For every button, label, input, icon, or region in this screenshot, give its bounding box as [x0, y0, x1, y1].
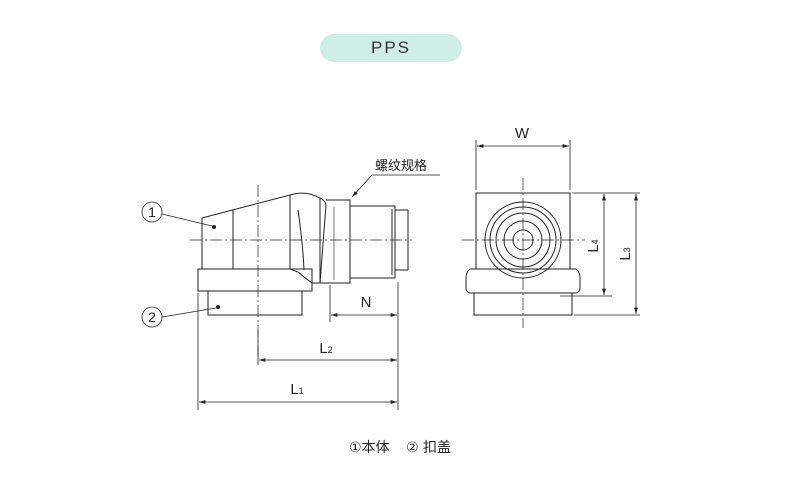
- part2-circle: [141, 306, 163, 328]
- parts-legend: ①本体 ② 扣盖: [0, 437, 800, 457]
- front-dimensions: [475, 140, 640, 316]
- side-view: [190, 185, 412, 360]
- front-outer-ring: [484, 201, 562, 279]
- thread-spec-label: 螺纹规格: [375, 158, 427, 174]
- dim-L3-label: L3: [617, 247, 634, 260]
- part-leaders: [141, 201, 217, 328]
- dim-L2-label: L2: [319, 340, 332, 357]
- dim-W-label: W: [515, 125, 530, 142]
- part2-label: 2: [148, 309, 156, 325]
- elbow-curve: [297, 209, 305, 271]
- body-outline: [201, 194, 291, 270]
- front-bore: [512, 229, 534, 251]
- front-ring-4: [503, 220, 543, 260]
- part1-dot: [212, 225, 216, 229]
- legend-item-cap: ② 扣盖: [406, 440, 452, 456]
- dim-L4-label: L4: [585, 239, 602, 252]
- dim-L1-label: L1: [290, 381, 303, 398]
- elbow-curve-2: [319, 197, 327, 284]
- cap-base: [207, 290, 303, 316]
- dim-N-label: N: [361, 294, 372, 311]
- front-cap: [473, 292, 573, 316]
- thread-spec-leader: [351, 174, 440, 198]
- front-ring-3: [495, 212, 551, 268]
- title-badge: PPS: [320, 34, 462, 62]
- part1-label: 1: [148, 204, 156, 220]
- front-flange: [465, 268, 581, 294]
- thread-outline: [320, 199, 396, 284]
- part1-circle: [141, 201, 163, 223]
- front-ring-2: [489, 206, 557, 274]
- front-view: [462, 178, 585, 328]
- elbow-outline: [289, 192, 321, 284]
- title-text: PPS: [370, 38, 412, 57]
- cap-flange: [197, 268, 313, 292]
- legend-item-body: ①本体: [348, 440, 390, 456]
- part2-dot: [216, 305, 220, 309]
- side-dimensions: [197, 282, 399, 410]
